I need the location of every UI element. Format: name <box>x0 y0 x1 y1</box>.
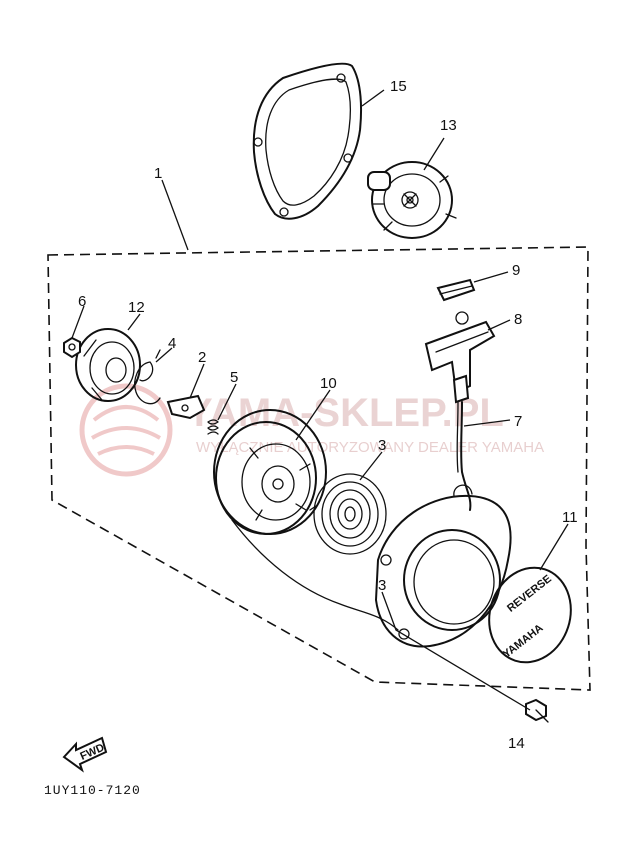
callout-3b: 3 <box>378 577 386 594</box>
part-12-drive-plate <box>75 328 141 402</box>
watermark-brand: YAMA-SKLEP.PL <box>186 391 504 435</box>
part-6-nut <box>63 336 81 359</box>
part-14-bolt <box>525 698 549 723</box>
diagram-code: 1UY110-7120 <box>44 783 141 798</box>
callout-labels: 1 15 13 9 8 7 11 10 3 3 12 6 4 2 5 14 <box>78 78 578 752</box>
callout-13: 13 <box>440 117 457 134</box>
part-11-starter-cover <box>375 484 512 648</box>
callout-11: 11 <box>562 509 578 526</box>
part-9-handle-cap <box>436 278 476 302</box>
emblem-top-text: REVERSE <box>505 573 554 615</box>
callout-10: 10 <box>320 375 337 392</box>
watermark-logo-icon <box>79 383 173 477</box>
callout-1: 1 <box>154 165 162 182</box>
part-15-gasket <box>252 62 363 220</box>
callout-4: 4 <box>168 335 176 352</box>
callout-2: 2 <box>198 349 206 366</box>
part-5-pawl-spring <box>207 419 219 435</box>
assembly-boundary <box>47 246 591 691</box>
callout-8: 8 <box>514 311 522 328</box>
callout-14: 14 <box>508 735 525 752</box>
leader-lines <box>71 89 569 711</box>
callout-9: 9 <box>512 262 520 279</box>
part-2-drive-pawl <box>166 394 206 420</box>
watermark-tagline: WYŁĄCZNIE AUTORYZOWANY DEALER YAMAHA <box>196 439 544 456</box>
callout-6: 6 <box>78 293 86 310</box>
part-3-spiral-spring <box>309 473 387 555</box>
part-13-drive-pulley <box>367 161 457 239</box>
part-7-starter-rope <box>231 401 472 631</box>
emblem-bottom-text: YAMAHA <box>501 622 546 661</box>
callout-15: 15 <box>390 78 407 95</box>
fwd-label: FWD <box>78 742 106 763</box>
callout-7: 7 <box>514 413 522 430</box>
part-10-sheave-drum <box>213 409 327 535</box>
part-4-return-spring <box>134 349 161 405</box>
part-8-starter-handle <box>424 311 496 404</box>
callout-12: 12 <box>128 299 145 316</box>
callout-5: 5 <box>230 369 238 386</box>
callout-3a: 3 <box>378 437 386 454</box>
fwd-direction-badge: FWD <box>62 736 108 773</box>
